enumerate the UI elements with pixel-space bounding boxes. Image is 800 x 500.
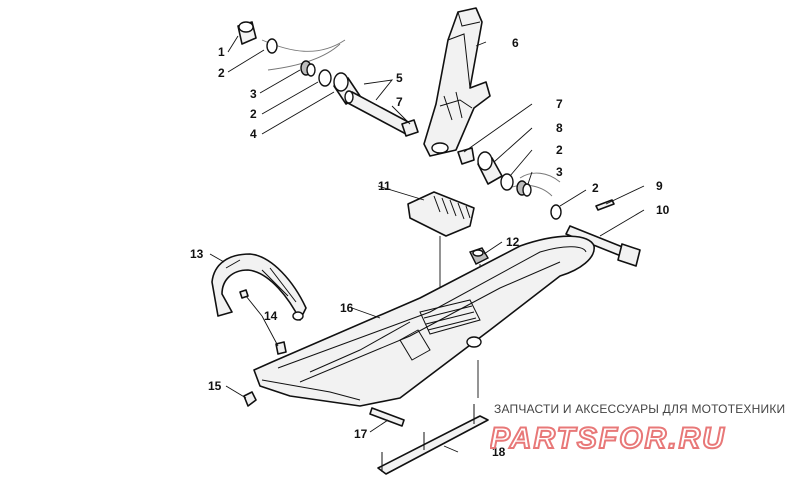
callout-2-right: 2 <box>556 143 563 157</box>
part-18-wear-bar <box>377 404 489 475</box>
callout-10: 10 <box>656 203 670 217</box>
part-2-washer-right <box>500 173 514 191</box>
part-17-bolt <box>369 407 405 427</box>
callout-13: 13 <box>190 247 204 261</box>
callout-3-top: 3 <box>250 87 257 101</box>
watermark-logo: PARTSFOR.RU <box>490 421 726 456</box>
callout-2-second: 2 <box>250 107 257 121</box>
callout-6: 6 <box>512 36 519 50</box>
part-11-wear-pad <box>407 191 475 237</box>
callout-2-top: 2 <box>218 66 225 80</box>
callout-2-far-right: 2 <box>592 181 599 195</box>
part-15-screw <box>243 391 257 407</box>
part-7-sleeve-left <box>401 119 419 137</box>
part-6-spindle <box>423 7 491 157</box>
part-16-ski <box>253 235 595 407</box>
callout-7-left: 7 <box>396 95 403 109</box>
part-2-washer-top <box>266 38 278 54</box>
part-3-nut-top <box>300 60 316 77</box>
part-2-washer-second <box>318 69 332 87</box>
part-10-bolt <box>565 225 641 267</box>
part-8-bushing <box>477 151 503 185</box>
part-3-nut-right <box>516 180 532 197</box>
callout-11: 11 <box>378 179 391 193</box>
callout-7-right: 7 <box>556 97 563 111</box>
callout-15: 15 <box>208 379 222 393</box>
part-1-nut <box>237 21 257 45</box>
callout-9: 9 <box>656 179 663 193</box>
watermark-tagline: ЗАПЧАСТИ И АКСЕССУАРЫ ДЛЯ МОТОТЕХНИКИ <box>494 402 786 416</box>
part-12-nut <box>469 247 489 265</box>
callout-16: 16 <box>340 301 354 315</box>
part-13-handle <box>211 253 307 321</box>
part-2-washer-far-right <box>550 204 562 220</box>
callout-12: 12 <box>506 235 520 249</box>
callout-3-right: 3 <box>556 165 563 179</box>
watermark-logo-text: PARTSFOR.RU <box>490 422 726 455</box>
callout-17: 17 <box>354 427 368 441</box>
callout-18: 18 <box>492 445 506 459</box>
callout-4: 4 <box>250 127 257 141</box>
part-14-screw-b <box>275 341 287 355</box>
callout-1: 1 <box>218 45 225 59</box>
callout-5: 5 <box>396 71 403 85</box>
callout-14: 14 <box>264 309 278 323</box>
leader-lines <box>209 35 645 453</box>
callout-numbers: 1 2 3 2 4 5 7 6 7 8 2 3 2 9 10 11 12 13 … <box>190 36 670 459</box>
callout-8: 8 <box>556 121 563 135</box>
